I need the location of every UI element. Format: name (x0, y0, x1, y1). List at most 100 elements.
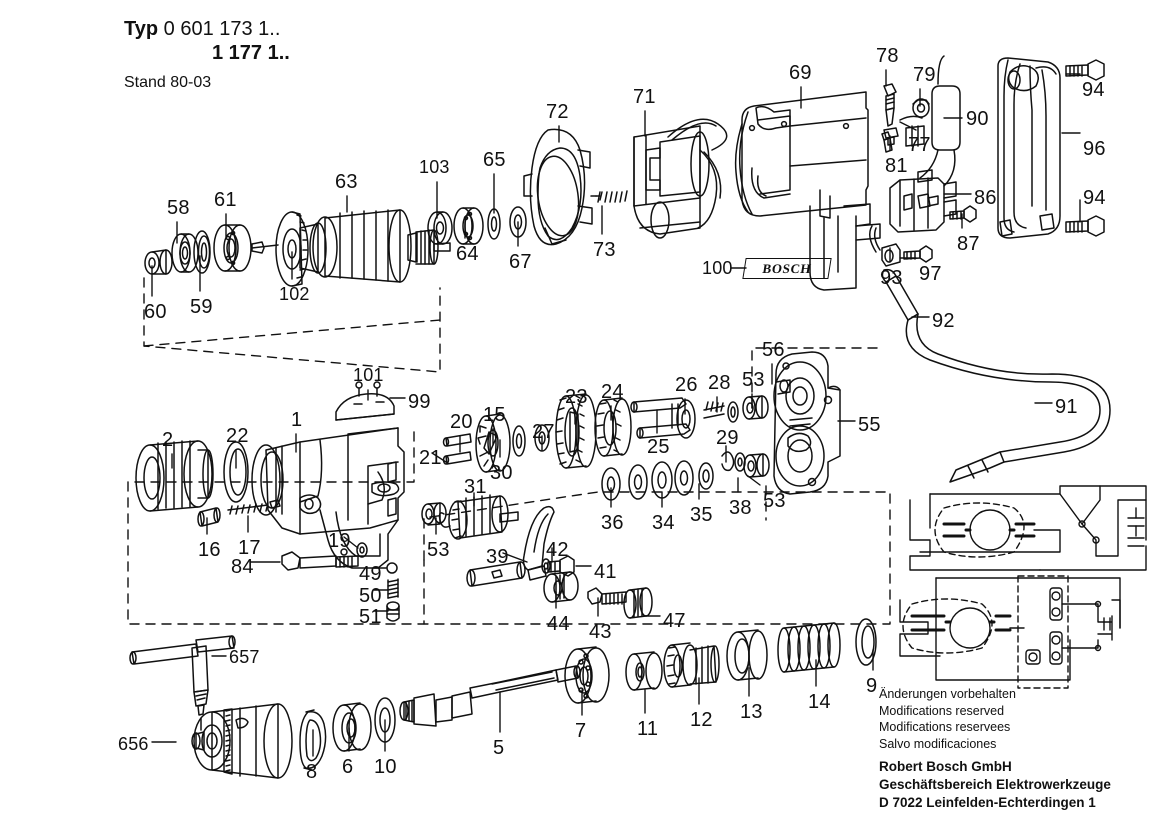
callout-53: 53 (427, 539, 450, 561)
callout-103: 103 (419, 157, 450, 177)
part-55-gearbox-housing (773, 351, 841, 495)
callout-13: 13 (740, 701, 763, 723)
callout-91: 91 (1055, 396, 1078, 418)
part-24-gear (594, 397, 632, 457)
callout-24: 24 (601, 381, 624, 403)
callout-59: 59 (190, 296, 213, 318)
part-96-handle (997, 57, 1061, 239)
callout-61: 61 (214, 189, 237, 211)
part-94-screw-bottom (1065, 215, 1105, 237)
callout-34: 34 (652, 512, 675, 534)
callout-14: 14 (808, 691, 831, 713)
part-35-washer (698, 462, 714, 490)
callout-35: 35 (690, 504, 713, 526)
part-51-screw (386, 601, 400, 622)
callout-69: 69 (789, 62, 812, 84)
callout-94: 94 (1083, 187, 1106, 209)
callout-49: 49 (359, 563, 382, 585)
part-53-bushing-upper (742, 395, 769, 420)
callout-73: 73 (593, 239, 616, 261)
callout-21: 21 (419, 447, 442, 469)
callout-94: 94 (1082, 79, 1105, 101)
callout-28: 28 (708, 372, 731, 394)
part-87-screw (949, 205, 977, 223)
callout-30: 30 (490, 462, 513, 484)
callout-31: 31 (464, 476, 487, 498)
part-13-cup (726, 629, 768, 681)
part-34-washers (628, 460, 694, 500)
company-division: Geschäftsbereich Elektrowerkzeuge (879, 776, 1111, 792)
part-8-circlip (299, 709, 327, 771)
callout-50: 50 (359, 585, 382, 607)
part-53-bushing-left (421, 502, 447, 526)
part-17-spring (227, 499, 281, 515)
callout-63: 63 (335, 171, 358, 193)
callout-71: 71 (633, 86, 656, 108)
part-50-spring (387, 578, 399, 599)
leader-line-19 (343, 536, 359, 549)
diagram-footer: Änderungen vorbehalten Modifications res… (879, 686, 1111, 811)
callout-41: 41 (594, 561, 617, 583)
part-90-capacitor (919, 55, 961, 187)
callout-2: 2 (162, 429, 174, 451)
diagram-header: Typ 0 601 173 1.. 1 177 1.. Stand 80-03 (124, 18, 290, 93)
callout-11: 11 (637, 718, 659, 740)
part-25-levers (630, 397, 691, 439)
callout-29: 29 (716, 427, 739, 449)
part-60-bush (144, 249, 173, 275)
callout-15: 15 (483, 404, 506, 426)
type-number: 0 601 173 1.. (163, 18, 281, 40)
callout-19: 19 (328, 530, 351, 552)
callout-65: 65 (483, 149, 506, 171)
disclaimer-es: Salvo modificaciones (879, 736, 997, 751)
part-43-screw (587, 587, 627, 605)
part-47-knob (623, 587, 653, 619)
part-103-ring (427, 211, 453, 245)
part-39-selector-pin (466, 561, 526, 587)
part-30-washer (512, 425, 526, 457)
part-71-stator (633, 118, 728, 239)
leader-line-77 (899, 121, 917, 131)
part-94-screw-top (1065, 59, 1105, 81)
callout-64: 64 (456, 243, 479, 265)
callout-53: 53 (742, 369, 765, 391)
disclaimer-de: Änderungen vorbehalten (879, 687, 1016, 701)
part-73-spring (590, 190, 628, 203)
part-28-spring (703, 401, 725, 419)
disclaimer-en: Modifications reserved (879, 703, 1005, 718)
part-42-shift-fork (522, 505, 555, 581)
callout-23: 23 (565, 386, 588, 408)
callout-656: 656 (118, 734, 149, 754)
part-93-strain-relief (881, 243, 901, 267)
company-address: D 7022 Leinfelden-Echterdingen 1 (879, 794, 1096, 810)
callout-10: 10 (374, 756, 397, 778)
callout-53: 53 (763, 490, 786, 512)
part-59-washer (193, 230, 211, 274)
wiring-diagram-bottom (899, 575, 1121, 689)
callout-72: 72 (546, 101, 569, 123)
callout-55: 55 (858, 414, 881, 436)
part-31-pinion (438, 494, 519, 540)
part-6-bearing (332, 702, 372, 752)
part-29-retainer (721, 451, 746, 472)
part-20-pins (442, 433, 472, 465)
part-86-switch (889, 169, 957, 233)
part-91-power-cord (905, 313, 1111, 483)
callout-87: 87 (957, 233, 980, 255)
callout-16: 16 (198, 539, 221, 561)
callout-leaders (151, 69, 1081, 757)
callout-39: 39 (486, 546, 509, 568)
type-line: Typ 0 601 173 1.. (124, 18, 290, 42)
part-64-bearing (453, 207, 484, 245)
part-78-screw (883, 83, 897, 127)
part-7-bearing (564, 646, 610, 704)
part-656-chuck (191, 703, 293, 779)
part-16-pin (197, 507, 221, 527)
part-22-ring (223, 441, 249, 503)
callout-22: 22 (226, 425, 249, 447)
callout-9: 9 (866, 675, 878, 697)
callout-99: 99 (408, 391, 431, 413)
callout-60: 60 (144, 301, 167, 323)
part-72-bearing-flange (523, 128, 593, 246)
